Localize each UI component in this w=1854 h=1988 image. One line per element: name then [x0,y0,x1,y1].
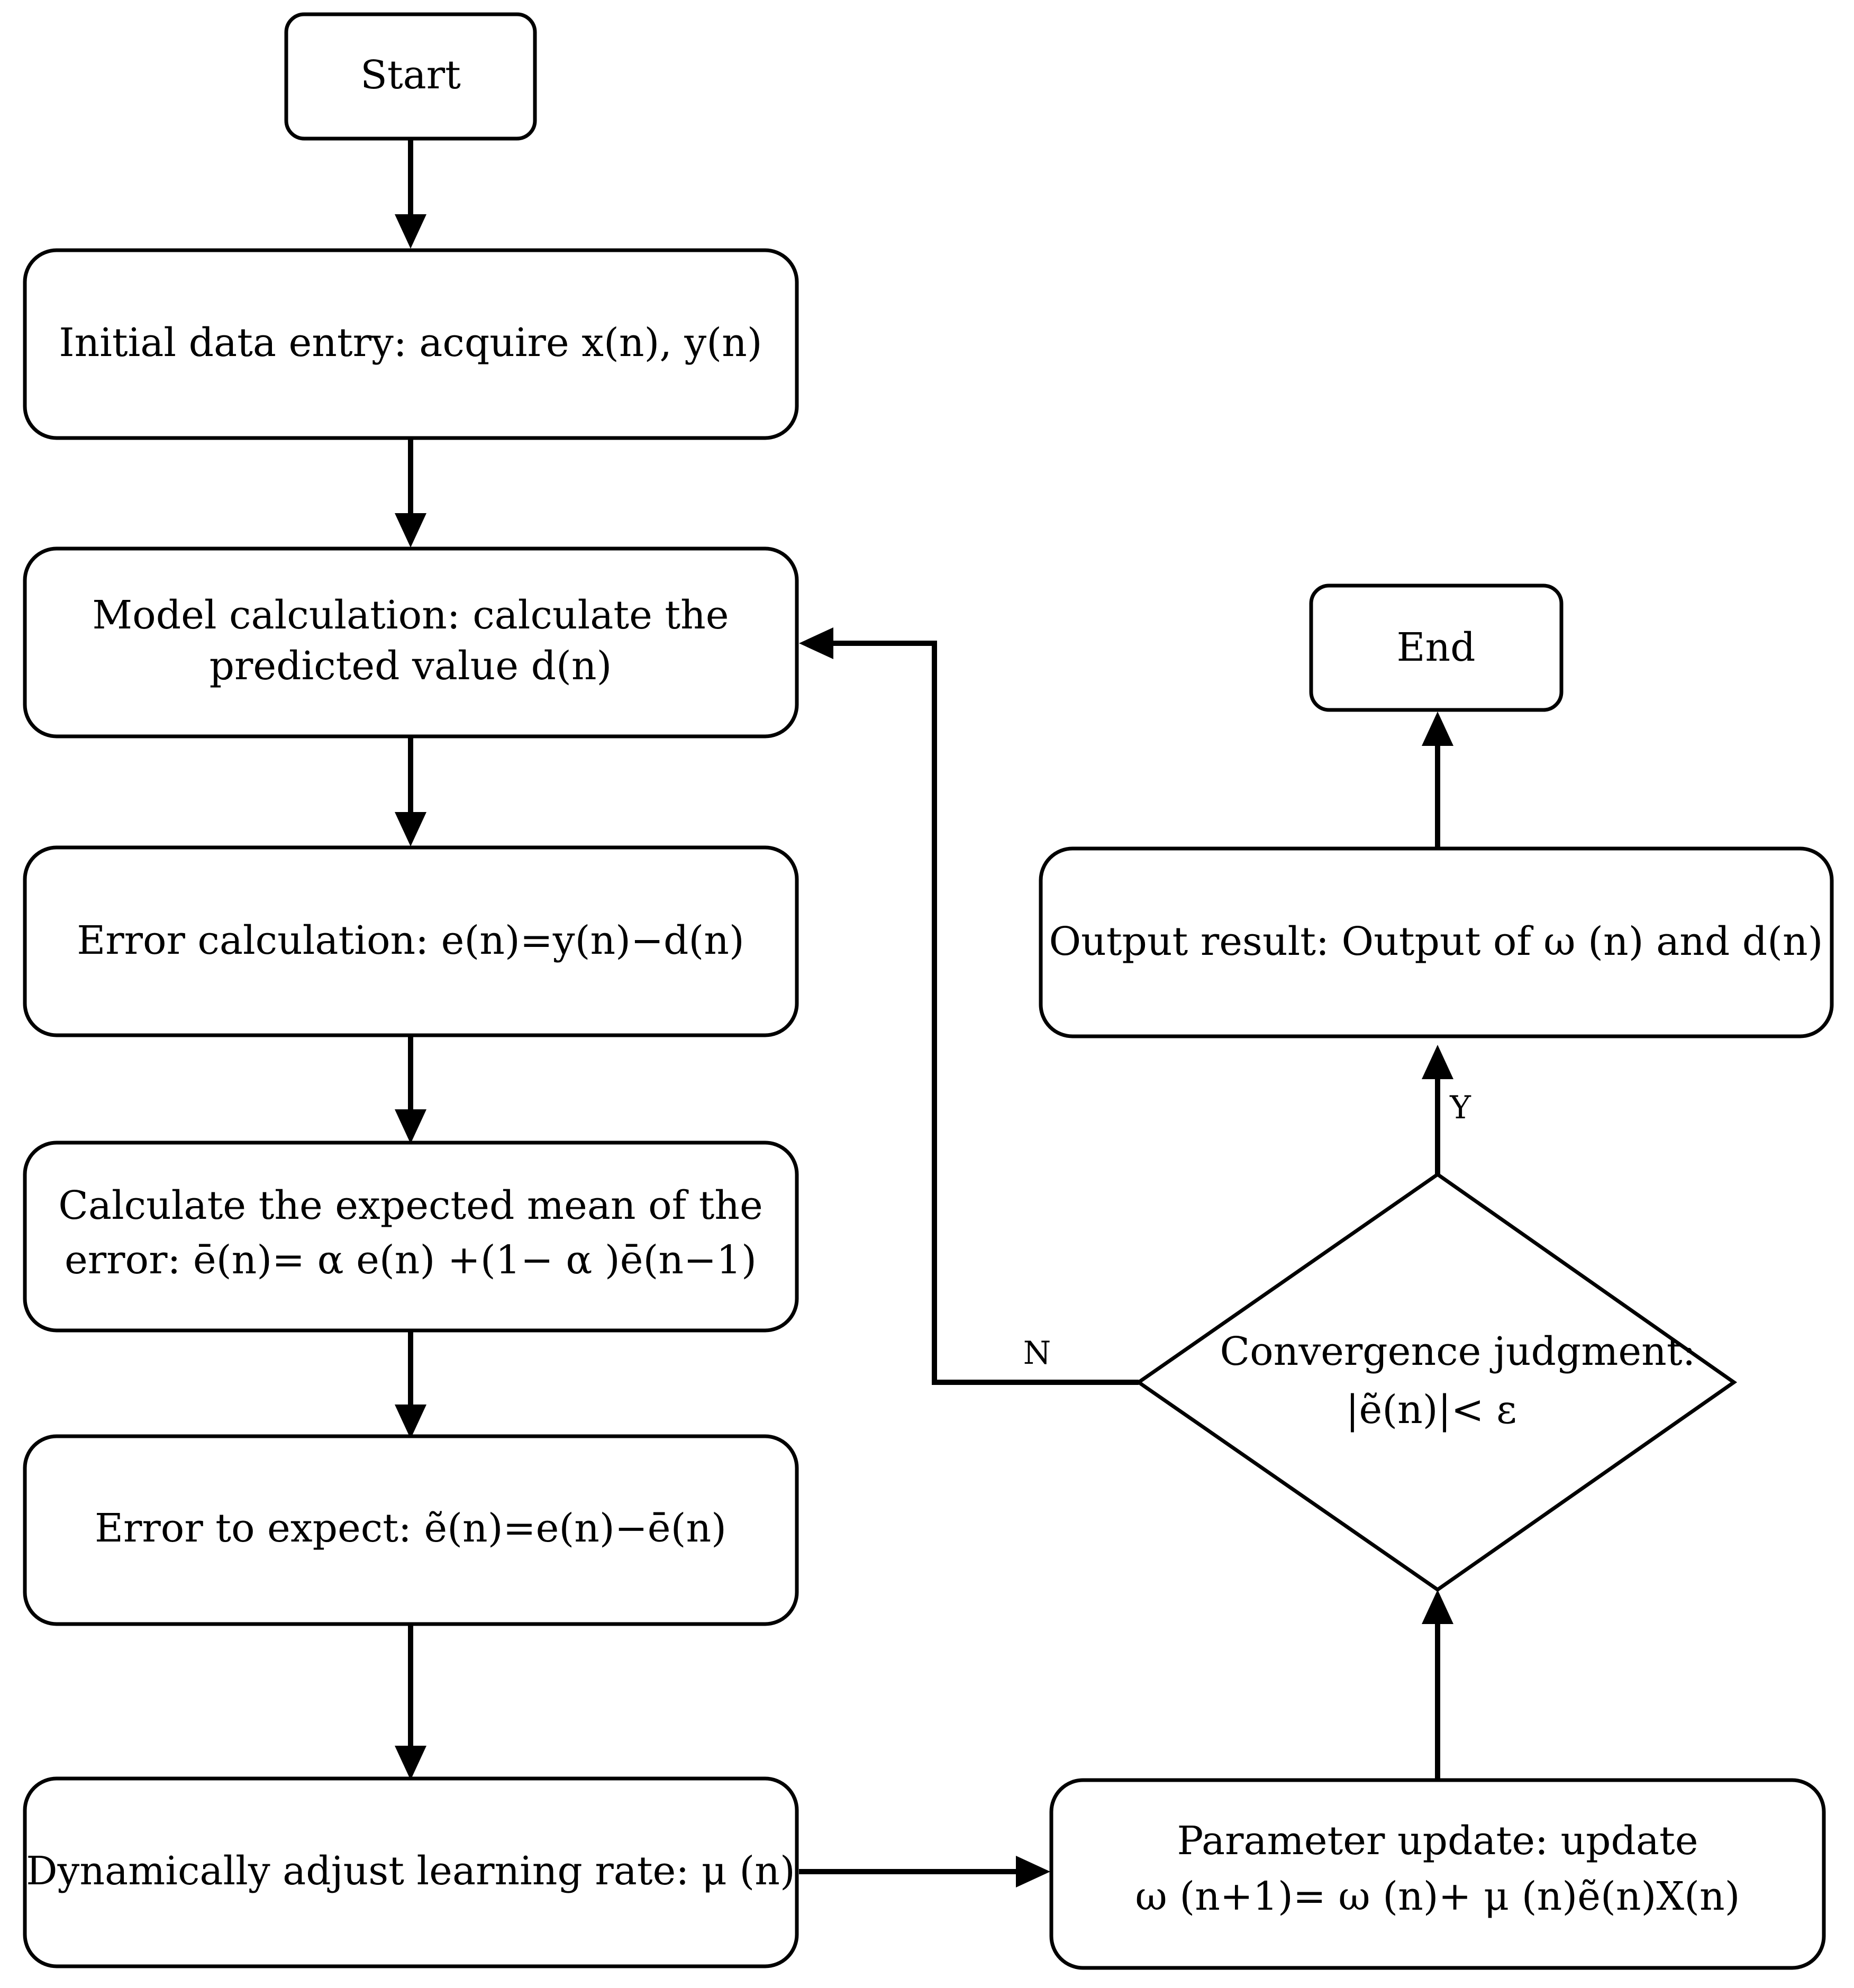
arrowhead-down [395,812,426,846]
decision-diamond [1135,1172,1738,1592]
arrowhead-up [1422,1045,1453,1079]
node-model-calculation: Model calculation: calculate the predict… [23,546,799,738]
process-box [1049,1778,1826,1970]
arrowhead-left [799,627,833,659]
error-to-expect-label: Error to expect: ẽ(n)=e(n)−ē(n) [95,1506,726,1551]
arrowhead-down [395,1405,426,1439]
arrowhead-down [395,1746,426,1780]
arrowhead-up [1422,1590,1453,1624]
node-start: Start [284,12,537,141]
arrowheads [395,214,1453,1887]
process-box [23,1141,799,1333]
end-label: End [1396,625,1475,670]
arrowhead-down [395,1109,426,1144]
adjust-learning-rate-label: Dynamically adjust learning rate: μ (n) [26,1848,795,1894]
model-calculation-label-line1: Model calculation: calculate the [92,592,729,638]
arrowhead-down [395,214,426,249]
convergence-judgment-label-line2: |ẽ(n)|< ε [1346,1387,1517,1433]
expected-mean-label-line1: Calculate the expected mean of the [58,1183,763,1228]
connectors [408,139,1440,1874]
process-box [23,248,799,440]
process-box [1039,846,1834,1038]
node-initial-data-entry: Initial data entry: acquire x(n), y(n) [23,248,799,440]
node-parameter-update: Parameter update: update ω (n+1)= ω (n)+… [1049,1778,1826,1970]
edge-label-no: N [1023,1335,1051,1372]
end-terminal [1309,583,1564,712]
node-convergence-judgment: Convergence judgment: |ẽ(n)|< ε [1135,1172,1738,1592]
arrowhead-down [395,513,426,548]
node-end: End [1309,583,1564,712]
node-error-to-expect: Error to expect: ẽ(n)=e(n)−ē(n) [23,1434,799,1626]
parameter-update-label-line2: ω (n+1)= ω (n)+ μ (n)ẽ(n)X(n) [1135,1874,1740,1919]
error-calculation-label: Error calculation: e(n)=y(n)−d(n) [77,918,744,963]
arrowhead-right [1016,1856,1050,1887]
model-calculation-label-line2: predicted value d(n) [210,643,612,689]
process-box [23,845,799,1037]
node-output-result: Output result: Output of ω (n) and d(n) [1039,846,1834,1038]
node-adjust-learning-rate: Dynamically adjust learning rate: μ (n) [23,1776,799,1968]
expected-mean-label-line2: error: ē(n)= α e(n) +(1− α )ē(n−1) [65,1237,757,1283]
initial-data-entry-label: Initial data entry: acquire x(n), y(n) [59,320,762,366]
start-terminal [284,12,537,141]
process-box [23,546,799,738]
node-expected-mean: Calculate the expected mean of the error… [23,1141,799,1333]
output-result-label: Output result: Output of ω (n) and d(n) [1049,919,1823,964]
process-box [23,1776,799,1968]
arrowhead-up [1422,712,1453,746]
start-label: Start [360,52,461,98]
convergence-judgment-label-line1: Convergence judgment: [1220,1329,1695,1374]
edge-label-yes: Y [1449,1089,1471,1126]
node-error-calculation: Error calculation: e(n)=y(n)−d(n) [23,845,799,1037]
edge-judgment-loop-back [831,641,1139,1385]
process-box [23,1434,799,1626]
parameter-update-label-line1: Parameter update: update [1177,1818,1698,1864]
